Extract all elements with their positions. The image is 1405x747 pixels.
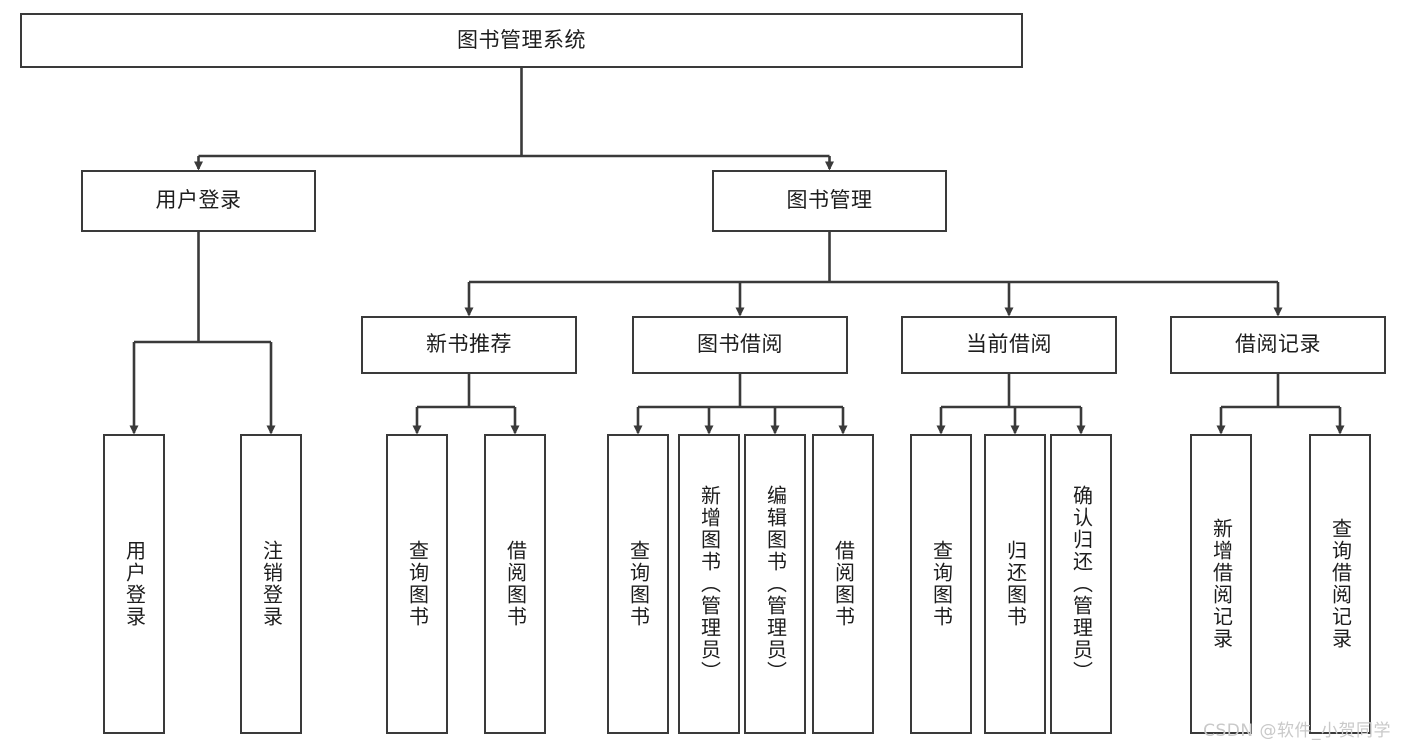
node-label: 新增图书（管理员） <box>697 485 722 683</box>
node-leaf-borrow-book-2[interactable]: 借阅图书 <box>812 434 874 734</box>
node-borrow-record[interactable]: 借阅记录 <box>1170 316 1386 374</box>
node-label: 新书推荐 <box>426 332 512 357</box>
node-new-book-rec[interactable]: 新书推荐 <box>361 316 577 374</box>
node-label: 新增借阅记录 <box>1209 518 1234 650</box>
node-label: 图书管理 <box>786 188 873 213</box>
node-label: 借阅图书 <box>831 540 856 628</box>
node-label: 查询图书 <box>626 540 651 628</box>
node-label: 确认归还（管理员） <box>1069 485 1094 683</box>
node-label: 借阅图书 <box>503 540 528 628</box>
node-label: 图书管理系统 <box>457 27 586 52</box>
node-root[interactable]: 图书管理系统 <box>20 13 1023 68</box>
node-leaf-add-record[interactable]: 新增借阅记录 <box>1190 434 1252 734</box>
node-label: 当前借阅 <box>966 332 1052 357</box>
node-label: 归还图书 <box>1003 540 1028 628</box>
node-user-login[interactable]: 用户登录 <box>81 170 316 232</box>
node-label: 用户登录 <box>122 540 147 628</box>
node-leaf-user-login[interactable]: 用户登录 <box>103 434 165 734</box>
node-leaf-query-book-3[interactable]: 查询图书 <box>910 434 972 734</box>
node-label: 查询图书 <box>405 540 430 628</box>
node-leaf-return-book[interactable]: 归还图书 <box>984 434 1046 734</box>
node-leaf-borrow-book-1[interactable]: 借阅图书 <box>484 434 546 734</box>
node-label: 借阅记录 <box>1235 332 1321 357</box>
node-label: 注销登录 <box>259 540 284 628</box>
node-leaf-query-record[interactable]: 查询借阅记录 <box>1309 434 1371 734</box>
node-label: 查询借阅记录 <box>1328 518 1353 650</box>
node-leaf-query-book-1[interactable]: 查询图书 <box>386 434 448 734</box>
node-leaf-confirm-return[interactable]: 确认归还（管理员） <box>1050 434 1112 734</box>
node-label: 编辑图书（管理员） <box>763 485 788 683</box>
node-label: 查询图书 <box>929 540 954 628</box>
node-label: 用户登录 <box>155 188 242 213</box>
node-leaf-edit-book[interactable]: 编辑图书（管理员） <box>744 434 806 734</box>
node-current-borrow[interactable]: 当前借阅 <box>901 316 1117 374</box>
node-label: 图书借阅 <box>697 332 783 357</box>
node-leaf-query-book-2[interactable]: 查询图书 <box>607 434 669 734</box>
csdn-watermark: CSDN @软件_小贺同学 <box>1203 721 1391 741</box>
node-book-manage[interactable]: 图书管理 <box>712 170 947 232</box>
node-leaf-add-book[interactable]: 新增图书（管理员） <box>678 434 740 734</box>
node-leaf-user-logout[interactable]: 注销登录 <box>240 434 302 734</box>
node-book-borrow[interactable]: 图书借阅 <box>632 316 848 374</box>
